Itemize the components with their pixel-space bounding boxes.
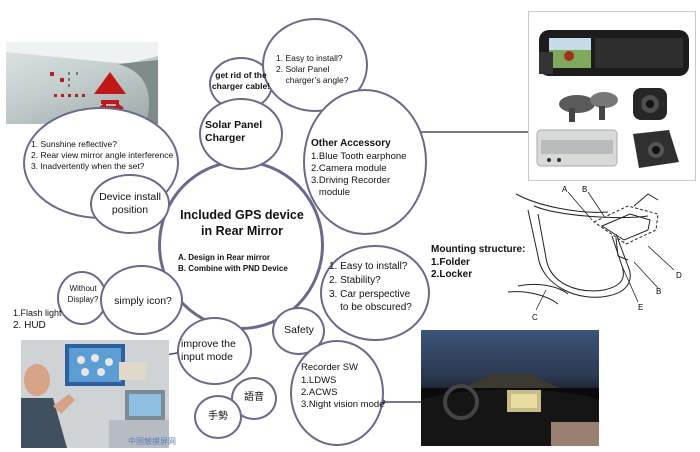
safety-label: Safety bbox=[284, 324, 314, 336]
label-e: E bbox=[638, 303, 643, 312]
install-issue-2: 2. Rear view mirror angle interference bbox=[31, 150, 174, 160]
solar-question-2: 2. Solar Panel bbox=[276, 64, 330, 74]
accessory-title: Other Accessory bbox=[311, 138, 391, 149]
input-mode-line2: input mode bbox=[181, 351, 233, 363]
center-title-line1: Included GPS device bbox=[180, 208, 304, 222]
accessory-product-illustration bbox=[536, 30, 689, 168]
accessory-item-4: module bbox=[311, 187, 351, 198]
night-driving-illustration bbox=[421, 374, 599, 446]
mounting-structure-drawing: A B B C D E bbox=[507, 186, 682, 322]
input-mode-line1: improve the bbox=[181, 338, 236, 350]
watermark: 中国触摸屏网 bbox=[128, 437, 176, 446]
label-d: D bbox=[676, 271, 682, 280]
without-display-line1: Without bbox=[69, 284, 97, 293]
flash-item-1: 1.Flash light bbox=[13, 308, 62, 318]
label-b-bottom: B bbox=[656, 287, 661, 296]
voice-label: 語音 bbox=[244, 392, 264, 403]
presenter-illustration bbox=[21, 344, 169, 448]
simply-icon-label: simply icon? bbox=[114, 295, 172, 307]
flash-item-2: 2. HUD bbox=[13, 320, 46, 331]
stability-item-4: to be obscured? bbox=[329, 302, 412, 313]
bubble-accessory bbox=[303, 89, 427, 235]
install-issue-1: 1. Sunshine reflective? bbox=[31, 139, 117, 149]
charger-line1: get rid of the bbox=[215, 70, 267, 80]
bubble-gesture bbox=[194, 395, 242, 439]
night-driving-photo bbox=[421, 330, 599, 446]
recorder-item-2: 2.ACWS bbox=[301, 387, 338, 398]
recorder-title: Recorder SW bbox=[301, 362, 359, 373]
stability-item-2: 2. Stability? bbox=[329, 275, 381, 286]
accessory-item-1: 1.Blue Tooth earphone bbox=[311, 151, 407, 162]
center-title-line2: in Rear Mirror bbox=[201, 224, 283, 238]
mirror-detail-illustration bbox=[6, 42, 158, 124]
bubble-install-position bbox=[90, 174, 170, 234]
solar-panel-line2: Charger bbox=[205, 132, 246, 144]
install-position-line2: position bbox=[111, 204, 149, 216]
bubble-solar-panel bbox=[199, 98, 283, 170]
center-point-a: A. Design in Rear mirror bbox=[178, 253, 271, 262]
charger-line2: charger cable! bbox=[211, 81, 271, 91]
stability-item-1: 1. Easy to install? bbox=[329, 261, 408, 272]
without-display-line2: Display? bbox=[67, 295, 99, 304]
bubble-central bbox=[158, 160, 324, 330]
label-c: C bbox=[532, 313, 538, 322]
bubble-stability bbox=[320, 245, 430, 341]
mounting-item-1: 1.Folder bbox=[431, 257, 470, 268]
solar-question-1: 1. Easy to install? bbox=[276, 53, 343, 63]
stability-item-3: 3. Car perspective bbox=[329, 289, 411, 300]
bubble-input-mode bbox=[177, 317, 252, 385]
recorder-item-1: 1.LDWS bbox=[301, 375, 337, 386]
solar-question-3: charger’s angle? bbox=[276, 75, 349, 85]
label-b-top: B bbox=[582, 186, 587, 194]
mounting-title: Mounting structure: bbox=[431, 244, 526, 255]
mounting-item-2: 2.Locker bbox=[431, 269, 473, 280]
presenter-photo bbox=[21, 340, 169, 448]
label-a: A bbox=[562, 186, 568, 194]
mirror-detail-photo bbox=[6, 42, 158, 124]
accessory-product-photo bbox=[528, 11, 696, 181]
solar-panel-line1: Solar Panel bbox=[205, 119, 263, 131]
recorder-item-3: 3.Night vision mode bbox=[301, 399, 385, 410]
bubble-solar-questions bbox=[262, 18, 368, 112]
install-position-line1: Device install bbox=[99, 191, 161, 203]
center-point-b: B. Combine with PND Device bbox=[178, 264, 288, 273]
accessory-item-2: 2.Camera module bbox=[311, 163, 387, 174]
install-issue-3: 3. Inadvertently when the set? bbox=[31, 161, 145, 171]
accessory-item-3: 3.Driving Recorder bbox=[311, 175, 391, 186]
bubble-simply-icon bbox=[100, 265, 183, 335]
gesture-label: 手勢 bbox=[208, 411, 228, 422]
bubble-recorder bbox=[290, 340, 384, 446]
